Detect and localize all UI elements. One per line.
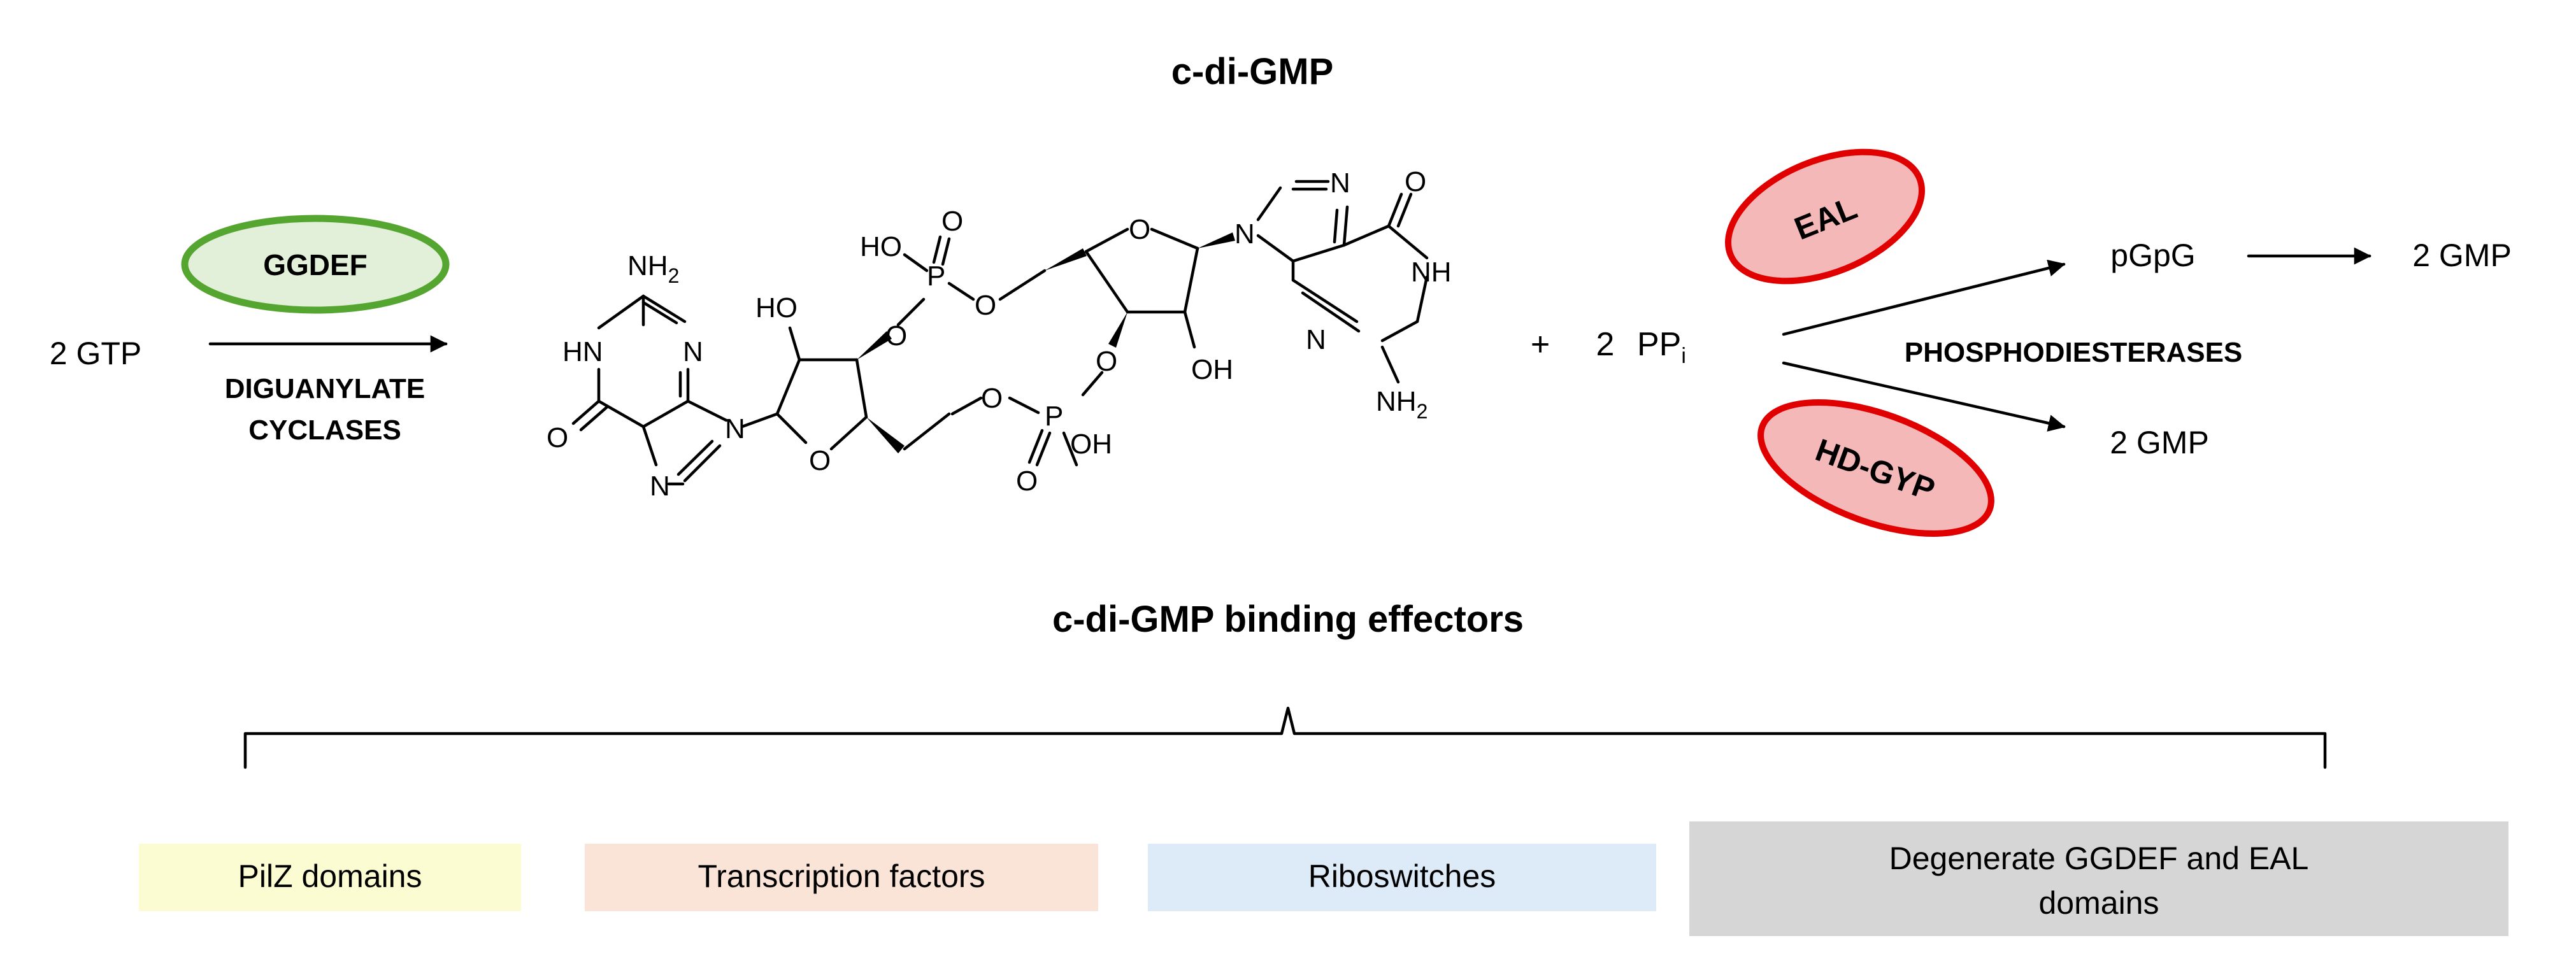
atom-oh-right-phosphate: OH: [1070, 429, 1112, 460]
pgpg-final-product: 2 GMP: [2412, 238, 2512, 273]
effector-box-riboswitches-bg: [1148, 844, 1656, 911]
diagram-title: c-di-GMP: [1171, 51, 1334, 92]
c-di-gmp-structure: NH2 HN N N N O HO O: [547, 166, 1452, 502]
atom-n-left-top: N: [683, 336, 703, 367]
atom-o-left-carbonyl: O: [547, 422, 568, 453]
effector-box-pilz-bg: [139, 844, 521, 911]
right-guanine: [1256, 180, 1429, 384]
atom-ho-left-sugar: HO: [755, 292, 798, 323]
atom-o-left-double: O: [941, 206, 963, 237]
atom-o-right-ester: O: [1096, 346, 1117, 377]
hdgyp-enzyme: HD-GYP: [1757, 399, 1994, 537]
right-sugar: [1045, 227, 1235, 349]
effectors-title: c-di-GMP binding effectors: [1052, 599, 1524, 640]
effector-box-degenerate: Degenerate GGDEF and EAL domains: [1689, 821, 2508, 936]
atom-p-left: P: [927, 260, 945, 292]
atom-o-right-5prime: O: [981, 383, 1003, 414]
atom-o-left-5prime: O: [975, 290, 996, 321]
effector-box-transcription-factors: Transcription factors: [585, 844, 1098, 911]
atom-n-right-bottom: N: [1306, 324, 1326, 355]
effectors-brace: [243, 706, 2327, 769]
effector-box-riboswitches: Riboswitches: [1148, 844, 1656, 911]
effector-box-degenerate-bg: [1689, 821, 2508, 936]
atom-oh-right-sugar: OH: [1191, 354, 1233, 385]
substrate-label: 2 GTP: [50, 336, 141, 371]
atom-n-right-top: N: [1330, 167, 1350, 199]
atom-o-left-ester: O: [885, 320, 907, 352]
effector-label-degenerate-line2: domains: [2039, 885, 2159, 921]
effector-label-transcription: Transcription factors: [698, 858, 985, 894]
eal-enzyme: EAL: [1725, 148, 1925, 285]
atom-n-left-bottom: N: [650, 471, 670, 502]
atom-nh2-left: NH2: [627, 250, 679, 287]
atom-nh2-right: NH2: [1376, 386, 1428, 423]
atom-o-right-carbonyl: O: [1405, 166, 1426, 197]
byproduct-pp: PPi: [1637, 326, 1686, 368]
atom-n-left-link: N: [725, 413, 745, 444]
atom-o-right-ring: O: [1129, 214, 1150, 245]
synthesis-label-line2: CYCLASES: [248, 415, 401, 446]
atom-o-left-ring: O: [809, 445, 831, 476]
left-sugar: [775, 326, 951, 453]
synthesis-label-line1: DIGUANYLATE: [225, 373, 426, 404]
effector-label-degenerate-line1: Degenerate GGDEF and EAL: [1889, 841, 2309, 876]
atom-nh-right: NH: [1411, 257, 1452, 288]
hdgyp-ellipse: [1757, 399, 1994, 537]
hdgyp-product: 2 GMP: [2110, 425, 2209, 460]
hdgyp-arrow: [1782, 361, 2066, 432]
byproduct-coefficient: 2: [1596, 326, 1615, 363]
left-guanine: [571, 294, 779, 486]
ggdef-ellipse: [181, 215, 450, 314]
left-phosphate: [896, 235, 1047, 327]
effector-box-transcription-bg: [585, 844, 1098, 911]
ggdef-enzyme: GGDEF: [181, 215, 450, 314]
atom-ho-left-phosphate: HO: [860, 231, 902, 262]
right-phosphate: [950, 371, 1104, 467]
effector-label-pilz: PilZ domains: [238, 858, 422, 894]
plus-sign: +: [1531, 326, 1550, 363]
atom-o-right-double: O: [1016, 465, 1038, 497]
eal-arrow: [1782, 259, 2066, 336]
phosphodiesterases-label: PHOSPHODIESTERASES: [1905, 337, 2243, 368]
eal-ellipse: [1725, 148, 1925, 285]
effector-label-riboswitches: Riboswitches: [1308, 858, 1496, 894]
atom-n-right-link: N: [1234, 218, 1255, 250]
atom-p-right: P: [1045, 401, 1063, 432]
pgpg-label: pGpG: [2110, 238, 2195, 273]
atom-hn-left: HN: [562, 336, 603, 367]
effector-box-pilz: PilZ domains: [139, 844, 521, 911]
ggdef-label: GGDEF: [263, 248, 368, 281]
